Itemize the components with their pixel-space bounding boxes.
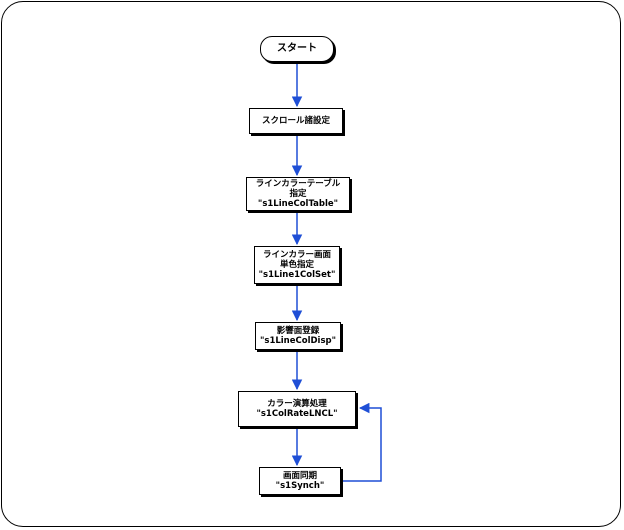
line-color-set-label-3: "s1Line1ColSet" bbox=[258, 270, 336, 280]
color-calc-label-2: "s1ColRateLNCL" bbox=[256, 409, 338, 419]
scroll-settings-label: スクロール諸設定 bbox=[261, 116, 330, 126]
line-color-disp-node: 影響面登録 "s1LineColDisp" bbox=[255, 322, 341, 350]
color-calc-node: カラー演算処理 "s1ColRateLNCL" bbox=[238, 391, 356, 427]
line-color-set-node: ラインカラー画面 単色指定 "s1Line1ColSet" bbox=[254, 246, 340, 284]
color-calc-label-1: カラー演算処理 bbox=[267, 399, 327, 409]
synch-label-1: 画面同期 bbox=[282, 471, 317, 481]
start-node-label: スタート bbox=[277, 43, 317, 54]
synch-label-2: "s1Synch" bbox=[275, 481, 325, 491]
synch-node: 画面同期 "s1Synch" bbox=[259, 467, 341, 495]
start-node: スタート bbox=[260, 36, 334, 62]
scroll-settings-node: スクロール諸設定 bbox=[249, 108, 343, 134]
arrow-synch-loop-back bbox=[343, 402, 382, 482]
line-color-disp-label-1: 影響面登録 bbox=[276, 326, 320, 336]
line-color-set-label-1: ラインカラー画面 bbox=[262, 250, 331, 260]
line-color-table-label-2: 指定 bbox=[289, 189, 307, 199]
line-color-table-label-3: "s1LineColTable" bbox=[257, 199, 339, 209]
line-color-table-label-1: ラインカラーテーブル bbox=[255, 179, 341, 189]
line-color-set-label-2: 単色指定 bbox=[279, 260, 314, 270]
line-color-table-node: ラインカラーテーブル 指定 "s1LineColTable" bbox=[246, 177, 350, 211]
line-color-disp-label-2: "s1LineColDisp" bbox=[259, 336, 337, 346]
